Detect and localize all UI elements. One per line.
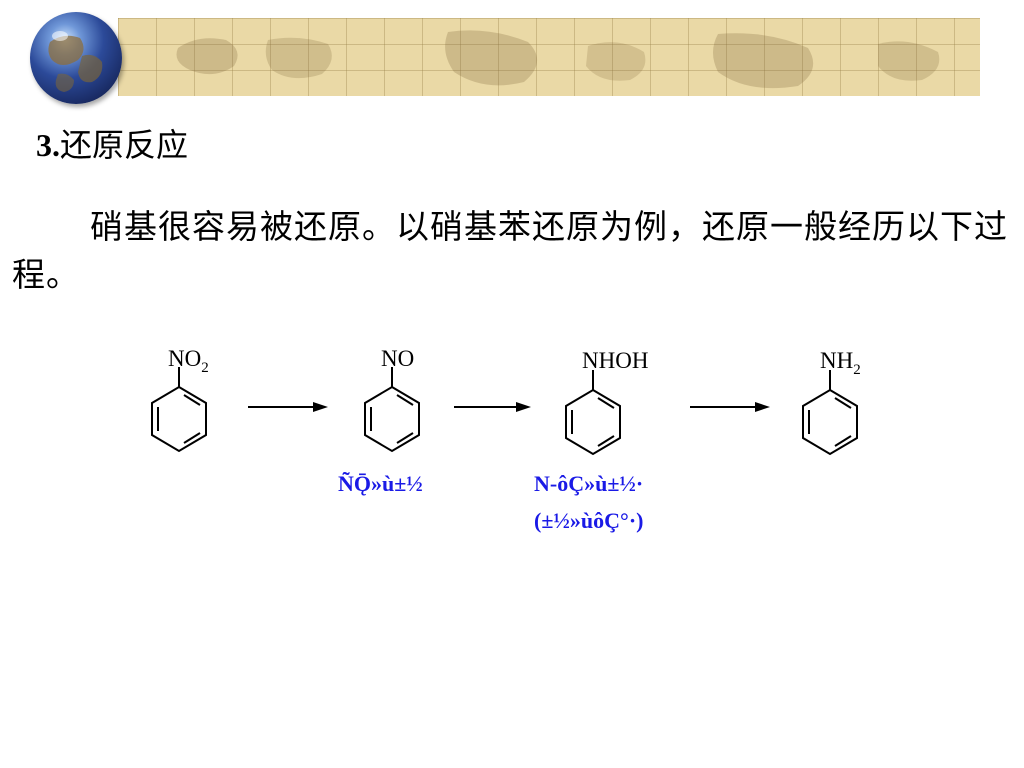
phenylhydroxylamine-caption-line1: N-ôÇ»ù±½· xyxy=(534,471,643,496)
globe-continents-decoration xyxy=(48,31,103,92)
reaction-arrow-2 xyxy=(454,402,531,412)
map-banner xyxy=(118,18,980,96)
benzene-ring-aniline xyxy=(802,370,858,456)
globe-icon xyxy=(30,12,122,104)
hydroxylamino-group-label: NHOH xyxy=(582,348,648,373)
benzene-ring-nitrobenzene xyxy=(151,367,207,453)
world-map-decoration xyxy=(176,30,940,89)
reaction-arrow-3 xyxy=(690,402,770,412)
heading-text: 还原反应 xyxy=(60,126,189,164)
nitroso-group-label: NO xyxy=(381,346,414,371)
heading-number: 3. xyxy=(36,127,60,163)
nitrosobenzene-caption: ÑǬ»ù±½ xyxy=(338,471,423,496)
reaction-arrow-1 xyxy=(248,402,328,412)
reaction-scheme: NO2 NO NHOH NH2 ÑǬ»ù±½ xyxy=(151,346,861,533)
nitro-group-label: NO2 xyxy=(168,346,209,376)
benzene-ring-phenylhydroxylamine xyxy=(565,370,621,456)
section-heading: 3.还原反应 xyxy=(36,120,188,166)
amino-group-label: NH2 xyxy=(820,348,861,378)
benzene-ring-nitrosobenzene xyxy=(364,367,420,453)
phenylhydroxylamine-caption-line2: (±½»ùôÇ°·) xyxy=(534,508,643,533)
body-paragraph: 硝基很容易被还原。以硝基苯还原为例，还原一般经历以下过程。 xyxy=(12,207,1008,294)
